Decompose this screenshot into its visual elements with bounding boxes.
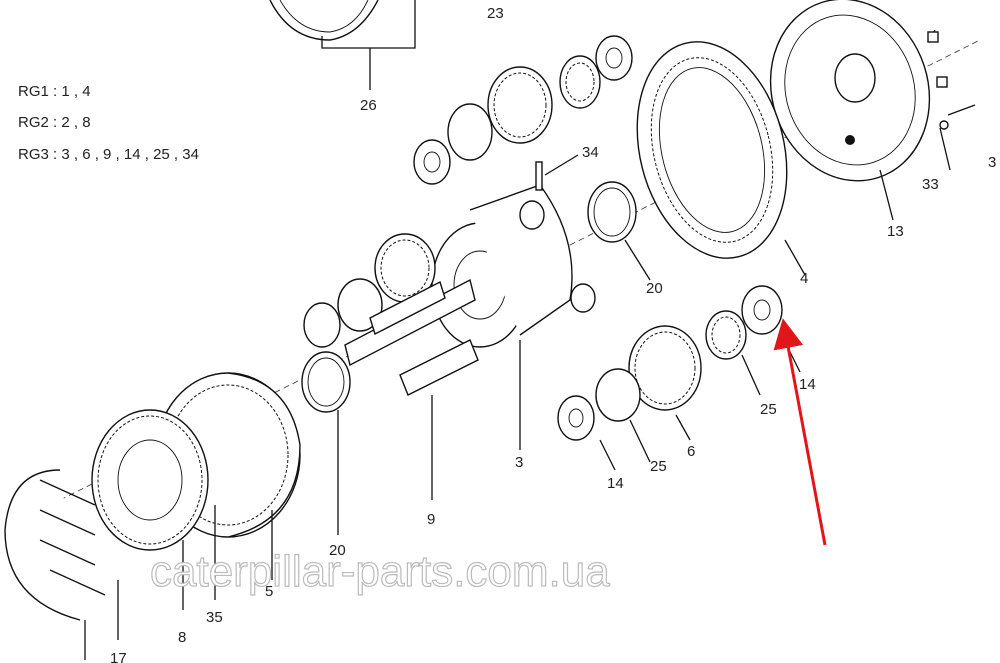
- legend: RG1 : 1 , 4 RG2 : 2 , 8 RG3 : 3 , 6 , 9 …: [18, 83, 199, 163]
- legend-group-rg3: RG3: [18, 146, 49, 163]
- shafts-part-9: [303, 233, 479, 500]
- callout-labels: 23 26 34 13 33 3 4 20 14 25 6 25 14 3 9 …: [110, 5, 996, 663]
- callout-8: 8: [178, 629, 186, 646]
- washer-part-20-lower: [301, 351, 351, 535]
- seal-ring-part: [269, 0, 416, 90]
- pin-part-34: [535, 154, 579, 191]
- callout-9: 9: [427, 511, 435, 528]
- upper-planet-gear: [413, 35, 633, 185]
- callout-25-right: 25: [760, 401, 777, 418]
- callout-34: 34: [582, 144, 599, 161]
- callout-5: 5: [265, 583, 273, 600]
- callout-33: 33: [922, 176, 939, 193]
- callout-20-lower: 20: [329, 542, 346, 559]
- callout-17: 17: [110, 650, 127, 663]
- svg-text:RG2 : 2 , 8: RG2 : 2 , 8: [18, 114, 91, 131]
- callout-23: 23: [487, 5, 504, 22]
- cover-part-13: [769, 0, 976, 221]
- callout-14-left: 14: [607, 475, 624, 492]
- washer-part-20-upper: [587, 181, 651, 281]
- callout-26: 26: [360, 97, 377, 114]
- callout-3: 3: [515, 454, 523, 471]
- lower-planet-gear: [557, 285, 801, 471]
- callout-25-left: 25: [650, 458, 667, 475]
- callout-35: 35: [206, 609, 223, 626]
- legend-items-rg3: 3 , 6 , 9 , 14 , 25 , 34: [61, 146, 199, 163]
- watermark-text: caterpillar-parts.com.ua: [150, 547, 610, 596]
- svg-text:RG3 : 3 , 6 , 9 , 14 , 25 , 34: RG3 : 3 , 6 , 9 , 14 , 25 , 34: [18, 146, 199, 163]
- callout-13: 13: [887, 223, 904, 240]
- callout-3-right: 3: [988, 154, 996, 171]
- callout-4: 4: [800, 270, 808, 287]
- flange-ring-part-8: [91, 409, 216, 610]
- ring-gear-part-4: [636, 41, 806, 276]
- planet-carrier-part-3: [431, 184, 596, 450]
- legend-items-rg2: 2 , 8: [61, 114, 90, 131]
- callout-14-right: 14: [799, 376, 816, 393]
- legend-group-rg2: RG2: [18, 114, 49, 131]
- legend-group-rg1: RG1: [18, 83, 49, 100]
- svg-text:RG1 : 1 , 4: RG1 : 1 , 4: [18, 83, 91, 100]
- legend-items-rg1: 1 , 4: [61, 83, 90, 100]
- retaining-ring-part-17: [4, 469, 119, 660]
- highlight-arrow: [773, 318, 827, 546]
- callout-20-upper: 20: [646, 280, 663, 297]
- callout-6: 6: [687, 443, 695, 460]
